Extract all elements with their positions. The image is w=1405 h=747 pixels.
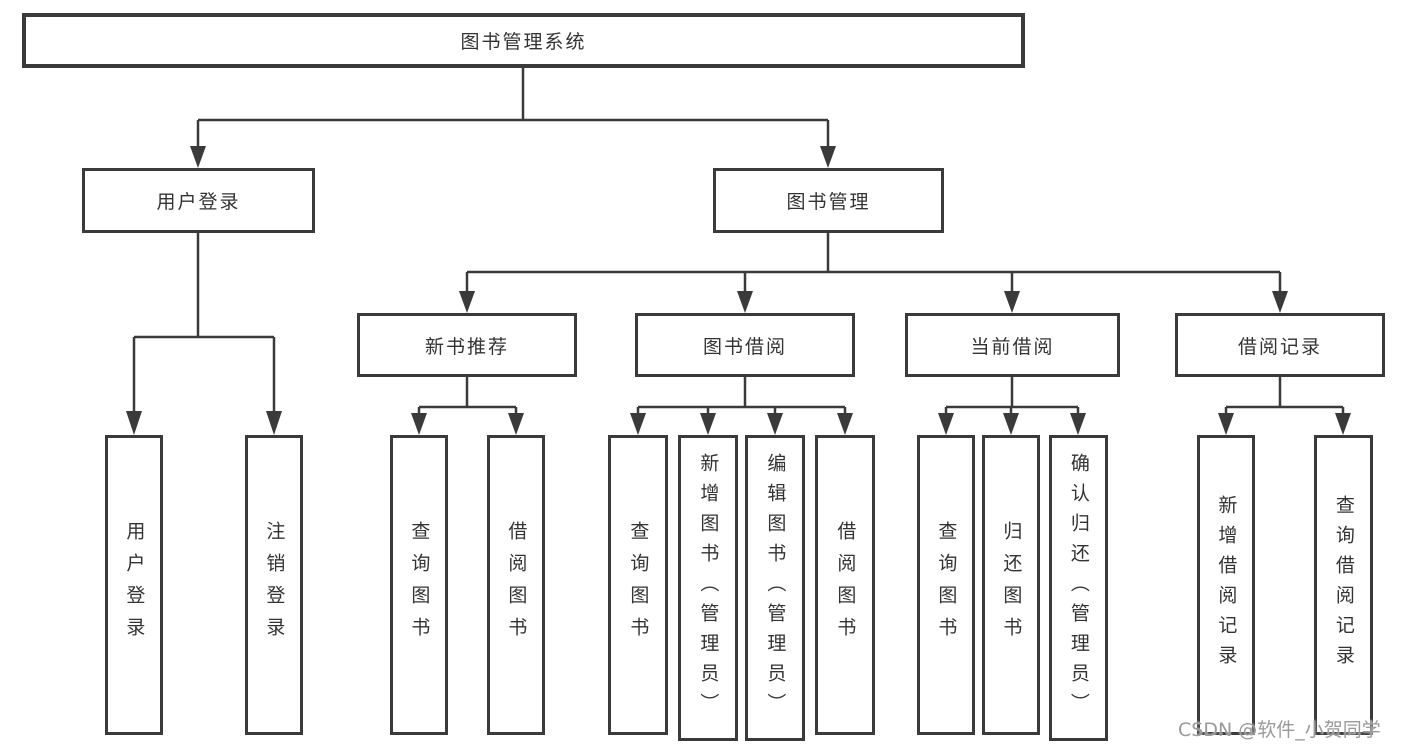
leaf-label: 查询借阅记录 [1332, 495, 1355, 675]
node-label: 当前借阅 [970, 335, 1055, 358]
leaf-borrow-book: 借阅图书 [815, 435, 875, 735]
csdn-watermark: CSDN @软件_小贺同学 [1178, 719, 1381, 741]
node-borrowing-records: 借阅记录 [1175, 313, 1385, 377]
node-label: 图书借阅 [702, 335, 787, 358]
node-current-borrowing: 当前借阅 [905, 313, 1120, 377]
node-book-management: 图书管理 [713, 168, 944, 233]
leaf-add-borrow-record: 新增借阅记录 [1197, 435, 1255, 735]
leaf-label: 编辑图书（管理员） [764, 453, 787, 723]
leaf-label: 归还图书 [1000, 521, 1023, 649]
node-label: 图书管理 [786, 191, 871, 213]
node-user-login: 用户登录 [82, 168, 315, 233]
leaf-query-book-recommend: 查询图书 [390, 435, 448, 735]
root-node-label: 图书管理系统 [460, 31, 587, 53]
leaf-query-borrow-record: 查询借阅记录 [1314, 435, 1373, 735]
leaf-return-book: 归还图书 [982, 435, 1040, 735]
node-label: 借阅记录 [1237, 335, 1322, 358]
node-new-book-recommend: 新书推荐 [357, 313, 577, 377]
leaf-query-book-current: 查询图书 [917, 435, 975, 735]
leaf-borrow-book-recommend: 借阅图书 [487, 435, 545, 735]
leaf-logout: 注销登录 [245, 435, 303, 735]
node-label: 用户登录 [156, 191, 241, 213]
leaf-query-book-borrowing: 查询图书 [608, 435, 668, 735]
node-book-borrowing: 图书借阅 [635, 313, 855, 377]
root-node-library-system: 图书管理系统 [22, 13, 1025, 68]
leaf-label: 用户登录 [123, 521, 146, 649]
leaf-user-login: 用户登录 [105, 435, 163, 735]
leaf-label: 注销登录 [263, 521, 286, 649]
leaf-label: 查询图书 [408, 521, 431, 649]
leaf-label: 借阅图书 [834, 521, 857, 649]
leaf-label: 借阅图书 [505, 521, 528, 649]
leaf-label: 新增图书（管理员） [697, 453, 720, 723]
arrowheads [126, 146, 1351, 435]
leaf-add-book-admin: 新增图书（管理员） [678, 435, 738, 741]
leaf-label: 确认归还（管理员） [1067, 453, 1090, 723]
leaf-label: 查询图书 [935, 521, 958, 649]
leaf-label: 新增借阅记录 [1215, 495, 1238, 675]
leaf-confirm-return-admin: 确认归还（管理员） [1049, 435, 1108, 741]
leaf-label: 查询图书 [627, 521, 650, 649]
leaf-edit-book-admin: 编辑图书（管理员） [745, 435, 805, 741]
node-label: 新书推荐 [424, 335, 509, 358]
